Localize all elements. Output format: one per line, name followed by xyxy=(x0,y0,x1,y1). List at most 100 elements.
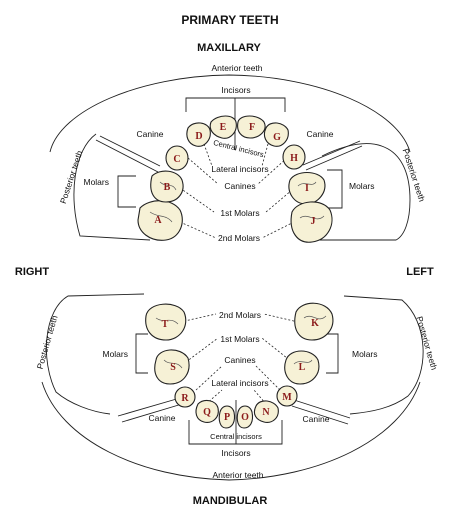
mandibular-right-molar-bracket xyxy=(135,333,148,374)
tooth-K-letter: K xyxy=(311,318,319,329)
tooth-J: J xyxy=(290,201,333,243)
tooth-E: E xyxy=(209,115,237,139)
maxillary-canine-right-label: Canine xyxy=(137,129,164,139)
tooth-N-letter: N xyxy=(262,407,270,418)
maxillary-second-molar-connector-right xyxy=(179,221,217,239)
tooth-N: N xyxy=(253,400,279,423)
right-side-label: RIGHT xyxy=(15,266,50,278)
tooth-C-letter: C xyxy=(173,154,180,165)
maxillary-molars-left-label: Molars xyxy=(349,181,375,191)
tooth-S: S xyxy=(154,349,190,385)
tooth-M: M xyxy=(276,385,298,407)
maxillary-canines-label: Canines xyxy=(224,181,255,191)
tooth-D: D xyxy=(186,122,211,147)
diagram-title: PRIMARY TEETH xyxy=(181,13,278,27)
tooth-R-letter: R xyxy=(181,393,189,404)
mandibular-canines-label: Canines xyxy=(224,355,255,365)
mandibular-canine-connector-left xyxy=(255,365,281,391)
mandibular-posterior-left-label: Posterior teeth xyxy=(414,315,439,371)
maxillary-incisor-bracket xyxy=(185,97,286,112)
maxillary-anterior-teeth-label: Anterior teeth xyxy=(211,63,262,73)
mandibular-right-region xyxy=(46,293,145,415)
mandibular-right-canine-divider xyxy=(117,397,181,417)
tooth-G-letter: G xyxy=(273,132,281,143)
mandibular-left-region xyxy=(343,295,424,415)
left-side-label: LEFT xyxy=(406,266,434,278)
maxillary-left-canine-divider xyxy=(302,140,361,166)
maxillary-posterior-left-label: Posterior teeth xyxy=(401,147,428,203)
mandibular-teeth: T S R Q P O N M xyxy=(145,302,334,429)
tooth-S-letter: S xyxy=(170,362,176,373)
tooth-M-letter: M xyxy=(282,392,292,403)
mandibular-molars-left-label: Molars xyxy=(352,349,378,359)
tooth-F: F xyxy=(237,115,266,139)
maxillary-outer-arch xyxy=(49,74,411,153)
mandibular-incisor-bracket xyxy=(188,420,283,445)
tooth-K: K xyxy=(294,302,334,341)
mandibular-heading: MANDIBULAR xyxy=(193,495,268,507)
mandibular-left-molar-bracket xyxy=(326,333,339,374)
maxillary-first-molars-label: 1st Molars xyxy=(220,208,259,218)
maxillary-molars-right-label: Molars xyxy=(83,177,109,187)
maxillary-canine-left-label: Canine xyxy=(307,129,334,139)
maxillary-lateral-connector xyxy=(203,143,213,167)
tooth-E-letter: E xyxy=(220,122,227,133)
maxillary-first-molar-connector-left xyxy=(265,189,293,213)
maxillary-central-incisors-label: Central incisors xyxy=(212,138,265,159)
tooth-P: P xyxy=(218,405,236,429)
mandibular-incisors-label: Incisors xyxy=(221,448,250,458)
maxillary-right-region xyxy=(73,133,151,241)
maxillary-second-molars-label: 2nd Molars xyxy=(218,233,260,243)
tooth-T: T xyxy=(145,303,187,341)
maxillary-left-canine-divider2 xyxy=(305,145,363,171)
tooth-I: I xyxy=(288,171,326,205)
tooth-B: B xyxy=(150,170,184,203)
maxillary-canine-connector-left xyxy=(257,157,288,185)
maxillary-right-canine-divider2 xyxy=(95,139,159,173)
mandibular-first-molar-connector-left xyxy=(261,337,293,363)
maxillary-left-molar-bracket xyxy=(327,169,343,209)
maxillary-heading: MAXILLARY xyxy=(197,42,261,54)
maxillary-right-molar-bracket xyxy=(117,175,136,208)
maxillary-teeth: A B C D E F G H xyxy=(137,115,333,243)
mandibular-second-molars-label: 2nd Molars xyxy=(219,310,261,320)
maxillary-posterior-right-label: Posterior teeth xyxy=(58,149,85,205)
maxillary-incisors-label: Incisors xyxy=(221,85,250,95)
mandibular-central-incisors-label: Central incisors xyxy=(210,432,262,441)
mandibular-canine-left-label: Canine xyxy=(303,414,330,424)
mandibular-canine-right-label: Canine xyxy=(149,413,176,423)
maxillary-canine-connector-right xyxy=(187,157,219,185)
tooth-R: R xyxy=(174,386,196,408)
tooth-G: G xyxy=(263,122,289,147)
mandibular-left-canine-divider2 xyxy=(291,405,349,425)
tooth-Q-letter: Q xyxy=(203,407,211,418)
tooth-O: O xyxy=(236,405,254,429)
tooth-Q: Q xyxy=(195,399,219,423)
tooth-I-letter: I xyxy=(305,183,309,194)
maxillary-arch: Anterior teeth Incisors Central incisors… xyxy=(49,63,428,243)
tooth-F-letter: F xyxy=(249,122,255,133)
mandibular-lateral-connector-left xyxy=(253,389,267,405)
maxillary-second-molar-connector-left xyxy=(261,221,295,239)
tooth-P-letter: P xyxy=(224,412,230,423)
mandibular-arch: 2nd Molars 1st Molars Canines Lateral in… xyxy=(35,293,439,481)
mandibular-canine-connector-right xyxy=(195,365,223,391)
mandibular-first-molars-label: 1st Molars xyxy=(220,334,259,344)
tooth-L-letter: L xyxy=(299,362,306,373)
tooth-A: A xyxy=(137,200,183,241)
maxillary-left-region xyxy=(318,143,411,241)
mandibular-molars-right-label: Molars xyxy=(102,349,128,359)
mandibular-outer-arch xyxy=(41,381,421,481)
mandibular-first-molar-connector-right xyxy=(185,337,219,363)
mandibular-second-molar-connector-left xyxy=(263,313,299,323)
tooth-T-letter: T xyxy=(162,319,169,330)
mandibular-lateral-incisors-label: Lateral incisors xyxy=(211,378,268,388)
tooth-O-letter: O xyxy=(241,412,249,423)
tooth-J-letter: J xyxy=(311,216,316,227)
maxillary-right-canine-divider xyxy=(99,135,161,167)
maxillary-first-molar-connector-right xyxy=(179,187,215,213)
mandibular-anterior-teeth-label: Anterior teeth xyxy=(212,470,263,480)
tooth-H: H xyxy=(282,144,306,170)
tooth-C: C xyxy=(165,145,189,171)
